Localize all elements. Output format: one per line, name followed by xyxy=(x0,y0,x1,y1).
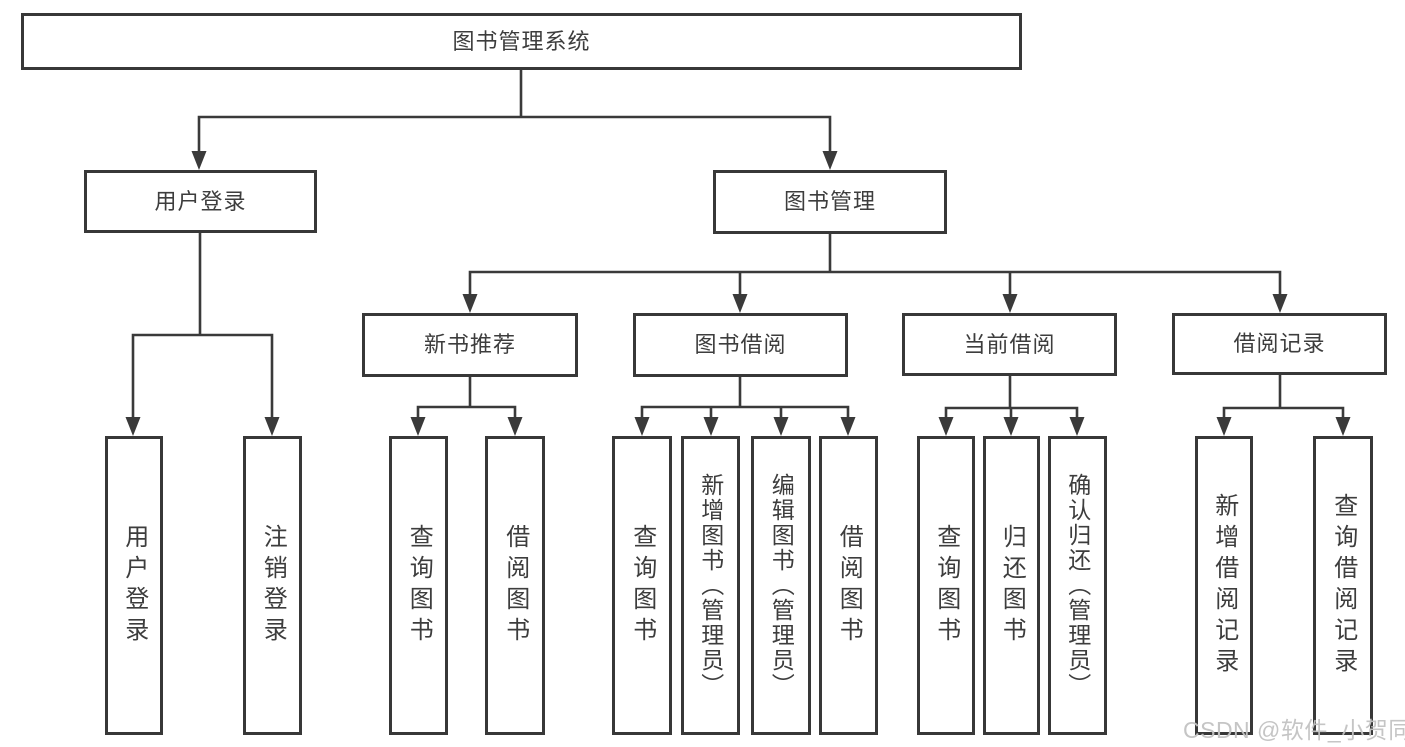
node-book-borrowing: 图书借阅 xyxy=(633,313,848,377)
node-borrowing-records: 借阅记录 xyxy=(1172,313,1387,375)
leaf-user-login: 用户登录 xyxy=(105,436,163,735)
node-book-management-branch: 图书管理 xyxy=(713,170,947,234)
leaf-return-books: 归还图书 xyxy=(983,436,1040,735)
leaf-query-books-current: 查询图书 xyxy=(917,436,975,735)
leaf-borrow-books-borrowing: 借阅图书 xyxy=(819,436,878,735)
node-new-book-recommendation: 新书推荐 xyxy=(362,313,578,377)
node-book-management-system: 图书管理系统 xyxy=(21,13,1022,70)
leaf-query-books-borrowing: 查询图书 xyxy=(612,436,672,735)
leaf-logout: 注销登录 xyxy=(243,436,302,735)
leaf-add-books-admin: 新增图书（管理员） xyxy=(681,436,740,735)
node-current-borrowing: 当前借阅 xyxy=(902,313,1117,376)
leaf-borrow-books-recommend: 借阅图书 xyxy=(485,436,545,735)
leaf-edit-books-admin: 编辑图书（管理员） xyxy=(751,436,811,735)
leaf-query-books-recommend: 查询图书 xyxy=(389,436,448,735)
csdn-watermark: CSDN @软件_小贺同学 xyxy=(1183,717,1405,743)
connector-line-segments xyxy=(131,68,1345,422)
leaf-add-borrow-record: 新增借阅记录 xyxy=(1195,436,1253,735)
leaf-confirm-return-admin: 确认归还（管理员） xyxy=(1048,436,1107,735)
node-user-login-branch: 用户登录 xyxy=(84,170,317,233)
leaf-query-borrow-record: 查询借阅记录 xyxy=(1313,436,1373,735)
